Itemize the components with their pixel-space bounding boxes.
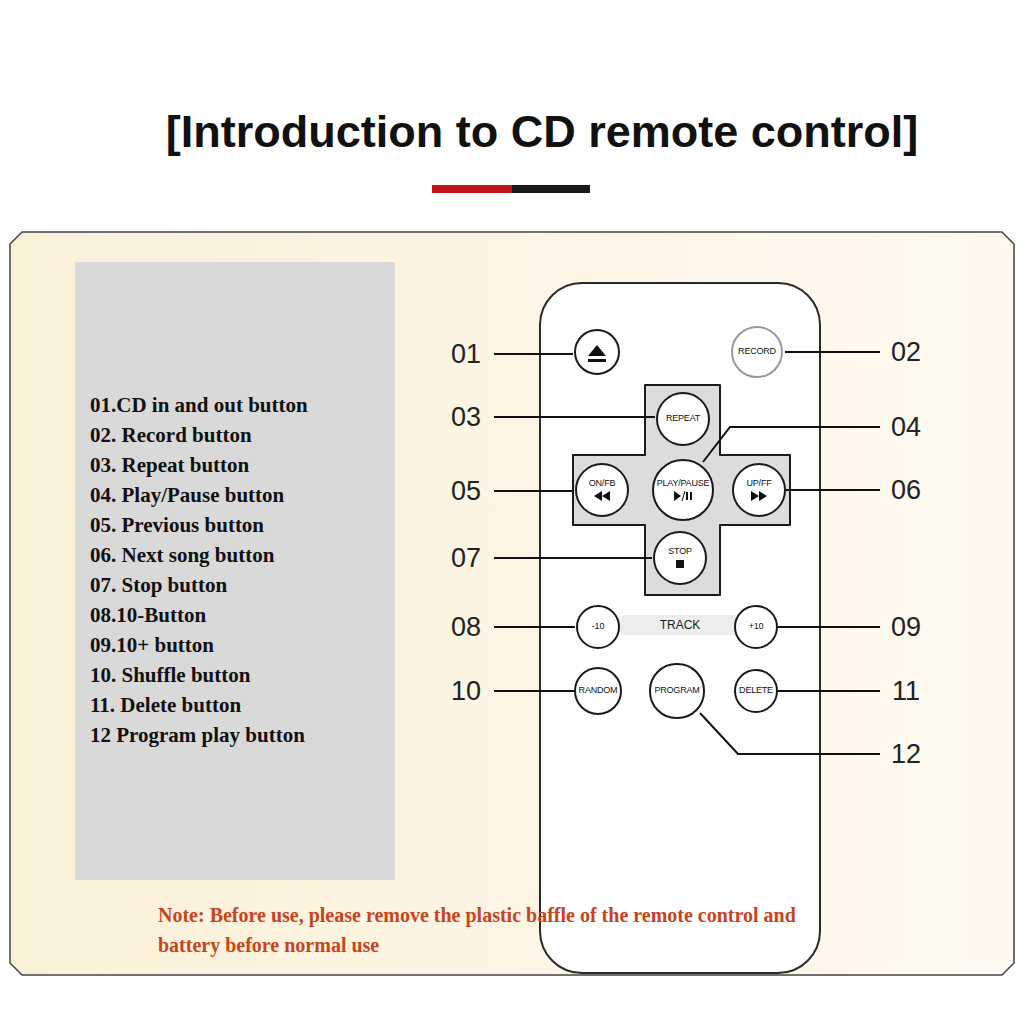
- usage-note: Note: Before use, please remove the plas…: [158, 900, 858, 960]
- list-item: 05. Previous button: [90, 510, 395, 540]
- button-symbol: [672, 491, 694, 501]
- track-label: TRACK: [660, 618, 701, 632]
- leader-lines: [494, 352, 880, 754]
- list-item: 06. Next song button: [90, 540, 395, 570]
- eject-symbol: [588, 345, 606, 356]
- callout-number: 07: [451, 543, 481, 574]
- remote-button: REPEAT: [656, 392, 710, 446]
- remote-button: +10: [734, 605, 778, 649]
- callout-number: 01: [451, 339, 481, 370]
- callout-number: 12: [891, 739, 921, 770]
- button-label: PLAY/PAUSE: [657, 479, 710, 489]
- button-symbol: [591, 491, 613, 501]
- list-item: 11. Delete button: [90, 690, 395, 720]
- callout-number: 08: [451, 612, 481, 643]
- button-label: STOP: [668, 547, 692, 557]
- button-label: RANDOM: [579, 686, 618, 696]
- button-label: UP/FF: [747, 479, 772, 489]
- track-band: [616, 615, 744, 635]
- title-bar-black: [512, 185, 590, 193]
- remote-button: DELETE: [734, 669, 778, 713]
- list-item: 07. Stop button: [90, 570, 395, 600]
- list-item: 10. Shuffle button: [90, 660, 395, 690]
- page-title: [Introduction to CD remote control]: [166, 106, 918, 158]
- callout-number: 09: [891, 612, 921, 643]
- legend-panel: 01.CD in and out button02. Record button…: [75, 262, 395, 880]
- list-item: 12 Program play button: [90, 720, 395, 750]
- button-symbol: [748, 491, 770, 501]
- eject-button: [575, 330, 619, 374]
- list-item: 03. Repeat button: [90, 450, 395, 480]
- callout-number: 11: [892, 676, 920, 707]
- button-label: ON/FB: [589, 479, 616, 489]
- list-item: 02. Record button: [90, 420, 395, 450]
- callout-number: 04: [891, 412, 921, 443]
- remote-button: PROGRAM: [649, 663, 704, 718]
- remote-button: STOP: [653, 531, 707, 585]
- button-label: REPEAT: [666, 414, 700, 424]
- eject-symbol-bar: [588, 359, 606, 362]
- title-bar-red: [432, 185, 512, 193]
- list-item: 08.10-Button: [90, 600, 395, 630]
- callout-number: 02: [891, 337, 921, 368]
- panel-frame: [10, 232, 1014, 975]
- button-label: -10: [592, 622, 604, 632]
- list-item: 01.CD in and out button: [90, 390, 395, 420]
- remote-button: -10: [576, 605, 620, 649]
- button-label: PROGRAM: [654, 686, 699, 696]
- remote-button: ON/FB: [575, 463, 629, 517]
- remote-button: UP/FF: [732, 463, 786, 517]
- callout-number: 05: [451, 476, 481, 507]
- callout-number: 10: [451, 676, 481, 707]
- list-item: 04. Play/Pause button: [90, 480, 395, 510]
- button-label: +10: [749, 622, 764, 632]
- button-label: RECORD: [738, 347, 776, 357]
- callout-number: 03: [451, 402, 481, 433]
- button-label: DELETE: [739, 686, 773, 696]
- list-item: 09.10+ button: [90, 630, 395, 660]
- callout-number: 06: [891, 475, 921, 506]
- remote-button: RECORD: [731, 326, 783, 378]
- button-symbol: [669, 559, 691, 569]
